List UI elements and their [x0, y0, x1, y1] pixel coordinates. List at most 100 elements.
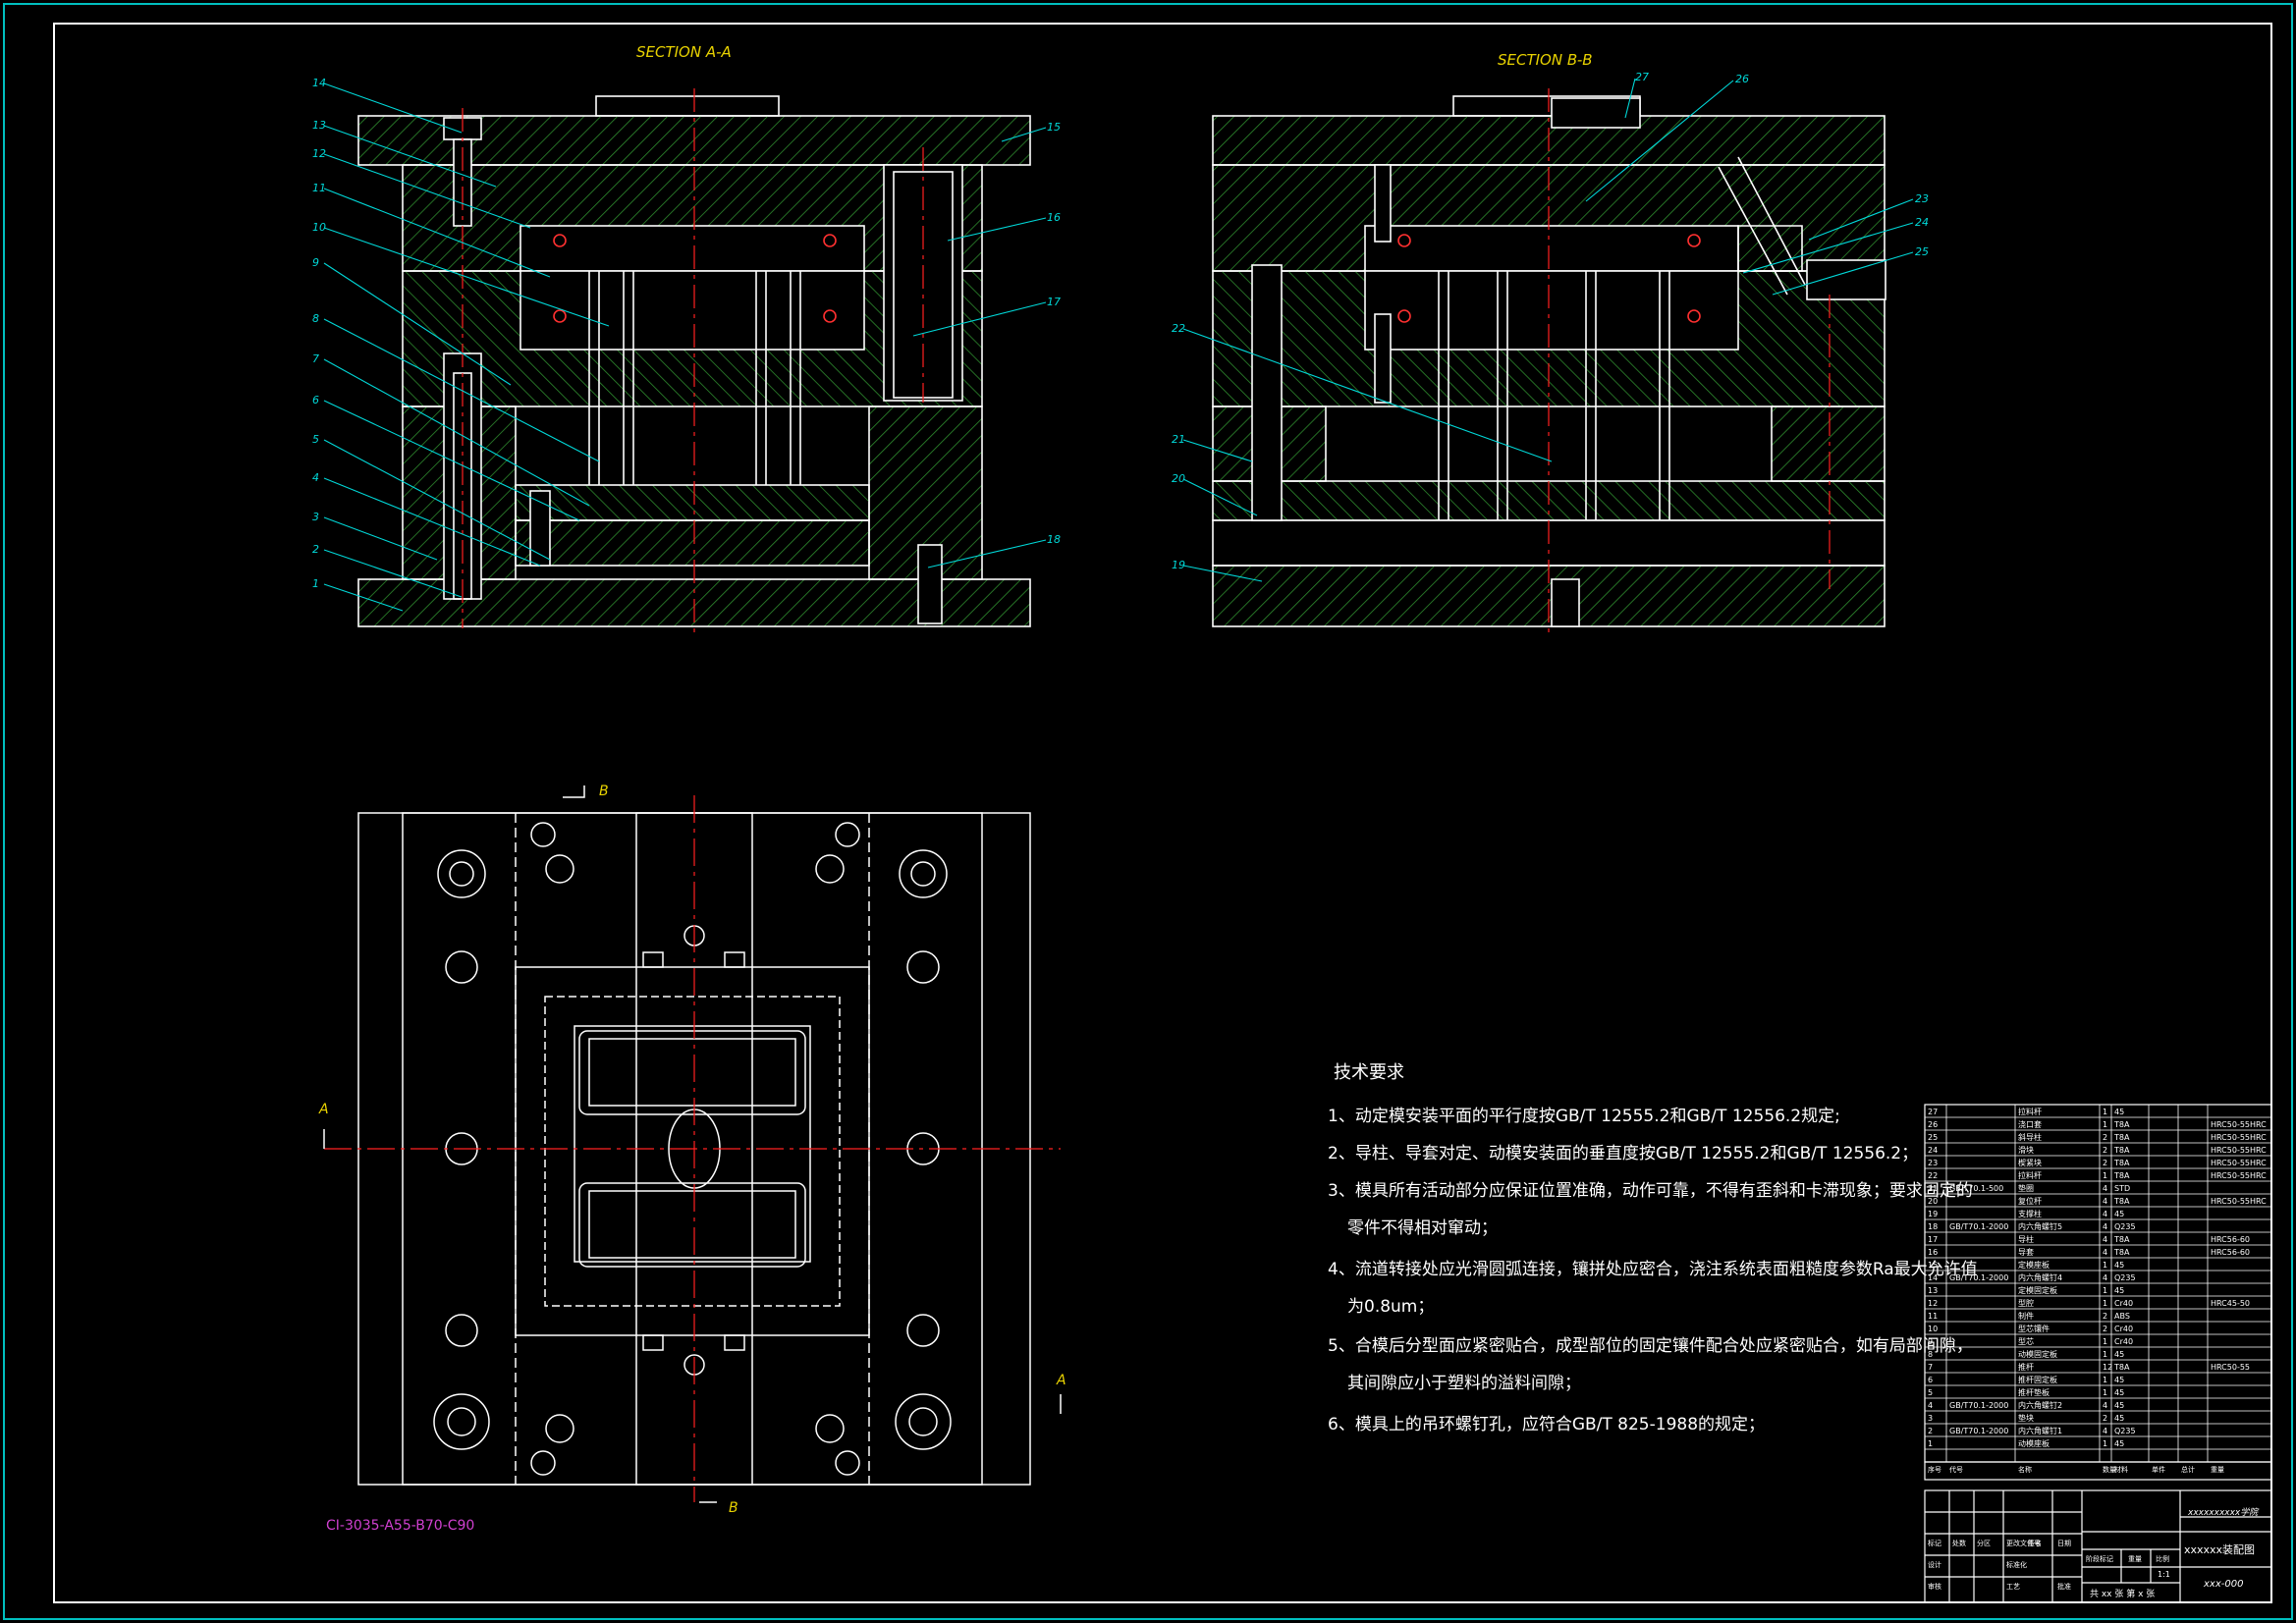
bom-cell-mat: Q235 — [2114, 1427, 2136, 1435]
bom-cell-name: 定模座板 — [2018, 1260, 2050, 1270]
title-date: 日期 — [2057, 1540, 2071, 1547]
bom-cell-qty: 1 — [2103, 1388, 2107, 1397]
bom-cell-name: 型芯 — [2018, 1336, 2034, 1346]
bom-cell-qty: 1 — [2103, 1120, 2107, 1129]
bom-cell-no: 22 — [1928, 1171, 1938, 1180]
bom-cell-qty: 2 — [2103, 1146, 2107, 1155]
bom-cell-note: HRC56-60 — [2211, 1248, 2250, 1257]
bom-cell-mat: Cr40 — [2114, 1299, 2133, 1308]
requirements-title: 技术要求 — [1334, 1062, 1404, 1083]
bom-cell-name: 动模座板 — [2018, 1438, 2050, 1448]
callout-26: 26 — [1735, 73, 1749, 85]
requirement-line: 3、模具所有活动部分应保证位置准确，动作可靠，不得有歪斜和卡滞现象；要求固定的 — [1328, 1181, 1973, 1201]
bom-cell-mat: Q235 — [2114, 1222, 2136, 1231]
bom-cell-no: 5 — [1928, 1388, 1933, 1397]
bom-cell-note: HRC50-55HRC — [2211, 1146, 2267, 1155]
requirement-line: 4、流道转接处应光滑圆弧连接，镶拼处应密合，浇注系统表面粗糙度参数Ra最大允许值 — [1328, 1259, 1978, 1279]
bom-header-w1: 单件 — [2152, 1465, 2165, 1474]
section-bb-title: SECTION B-B — [1498, 51, 1593, 69]
bom-cell-note: HRC50-55HRC — [2211, 1197, 2267, 1206]
bom-cell-mat: T8A — [2113, 1120, 2130, 1129]
callout-13: 13 — [312, 119, 326, 132]
bom-header-no: 序号 — [1928, 1465, 1941, 1474]
bom-cell-mat: 45 — [2114, 1439, 2124, 1448]
bom-cell-mat: T8A — [2113, 1159, 2130, 1167]
bom-cell-mat: T8A — [2113, 1171, 2130, 1180]
title-change-doc: 更改文件号 — [2006, 1539, 2041, 1547]
title-block — [1924, 1489, 2272, 1603]
callout-12: 12 — [312, 147, 326, 160]
bom-cell-qty: 4 — [2103, 1427, 2107, 1435]
callout-11: 11 — [312, 182, 326, 194]
callout-23: 23 — [1915, 192, 1929, 205]
bom-cell-no: 2 — [1928, 1427, 1933, 1435]
bom-header-qty: 数量 — [2103, 1465, 2116, 1474]
bom-cell-no: 17 — [1928, 1235, 1938, 1244]
bom-cell-mat: T8A — [2113, 1363, 2130, 1372]
technical-requirements: 技术要求 1、动定模安装平面的平行度按GB/T 12555.2和GB/T 125… — [1328, 1062, 1978, 1434]
callouts-bb: 27 26 23 24 25 22 21 20 19 — [1172, 71, 1929, 582]
bom-cell-note: HRC50-55HRC — [2211, 1171, 2267, 1180]
requirement-line: 其间隙应小于塑料的溢料间隙； — [1347, 1374, 1581, 1393]
callout-27: 27 — [1635, 71, 1649, 83]
bom-cell-mat: T8A — [2113, 1146, 2130, 1155]
title-drawing-no: xxx-000 — [2203, 1579, 2243, 1590]
bom-cell-no: 8 — [1928, 1350, 1933, 1359]
bom-cell-name: 推杆 — [2018, 1362, 2034, 1372]
requirement-line: 为0.8um； — [1347, 1297, 1434, 1317]
callout-16: 16 — [1047, 211, 1061, 224]
bom-cell-no: 19 — [1928, 1210, 1938, 1218]
bom-cell-std: GB/T70.1-2000 — [1949, 1273, 2008, 1282]
requirement-line: 2、导柱、导套对定、动模安装面的垂直度按GB/T 12555.2和GB/T 12… — [1328, 1144, 1918, 1163]
callout-9: 9 — [312, 256, 319, 269]
bom-header-mat: 材料 — [2114, 1465, 2128, 1474]
bom-cell-std: GB/T70.1-2000 — [1949, 1401, 2008, 1410]
title-scale: 1:1 — [2158, 1570, 2170, 1579]
bom-cell-name: 垫圈 — [2018, 1183, 2034, 1193]
requirement-line: 1、动定模安装平面的平行度按GB/T 12555.2和GB/T 12556.2规… — [1328, 1107, 1840, 1126]
bom-cell-std: GB/T70.1-500 — [1949, 1184, 2003, 1193]
bom-cell-qty: 1 — [2103, 1337, 2107, 1346]
bom-cell-name: 垫块 — [2018, 1413, 2034, 1423]
bom-cell-name: 推杆固定板 — [2018, 1375, 2057, 1384]
bom-cell-no: 14 — [1928, 1273, 1938, 1282]
title-school: xxxxxxxxxx学院 — [2187, 1507, 2260, 1518]
title-standard: 标准化 — [2006, 1560, 2027, 1569]
bom-cell-no: 9 — [1928, 1337, 1933, 1346]
callout-5: 5 — [312, 433, 319, 446]
bom-cell-note: HRC50-55HRC — [2211, 1133, 2267, 1142]
bom-cell-note: HRC56-60 — [2211, 1235, 2250, 1244]
bom-cell-no: 10 — [1928, 1325, 1938, 1333]
outer-border — [3, 3, 2293, 1620]
bom-cell-std: GB/T70.1-2000 — [1949, 1222, 2008, 1231]
requirement-line: 5、合模后分型面应紧密贴合，成型部位的固定镶件配合处应紧密贴合，如有局部间隙， — [1328, 1335, 1973, 1356]
bom-cell-qty: 2 — [2103, 1133, 2107, 1142]
callout-7: 7 — [312, 352, 319, 365]
bom-cell-mat: 45 — [2114, 1376, 2124, 1384]
bom-cell-qty: 4 — [2103, 1248, 2107, 1257]
callout-22: 22 — [1172, 322, 1185, 335]
bom-cell-qty: 2 — [2103, 1414, 2107, 1423]
bom-cell-no: 16 — [1928, 1248, 1938, 1257]
bom-cell-qty: 2 — [2103, 1159, 2107, 1167]
section-aa-title: SECTION A-A — [636, 43, 732, 61]
bom-cell-no: 21 — [1928, 1184, 1938, 1193]
cut-label-b-top: B — [599, 784, 609, 799]
bom-cell-name: 型芯镶件 — [2018, 1324, 2050, 1333]
bom-cell-name: 内六角螺钉4 — [2018, 1272, 2062, 1282]
bom-cell-name: 定模固定板 — [2018, 1285, 2057, 1295]
bom-cell-name: 楔紧块 — [2018, 1158, 2042, 1167]
bom-cell-name: 推杆垫板 — [2018, 1387, 2050, 1397]
callout-14: 14 — [312, 77, 326, 89]
cut-label-a-right: A — [1056, 1373, 1066, 1388]
bom-cell-note: HRC50-55HRC — [2211, 1159, 2267, 1167]
bom-cell-no: 4 — [1928, 1401, 1933, 1410]
title-process: 工艺 — [2006, 1583, 2020, 1591]
section-aa-view: SECTION A-A — [357, 43, 1031, 633]
bom-cell-note: HRC50-55 — [2211, 1363, 2250, 1372]
bom-cell-qty: 2 — [2103, 1312, 2107, 1321]
bom-cell-qty: 4 — [2103, 1197, 2107, 1206]
inner-border — [53, 23, 2272, 1603]
